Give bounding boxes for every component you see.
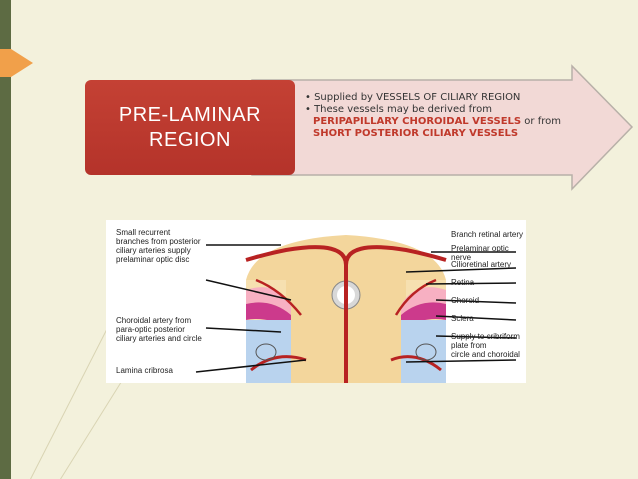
label-retina: Retina [451,278,475,287]
diagram-illustration [195,235,517,383]
label-choroidal-artery: Choroidal artery from para-optic posteri… [116,316,202,343]
label-cilioretinal-artery: Cilioretinal artery [451,260,512,269]
label-branch-retinal-artery: Branch retinal artery [451,230,524,239]
content-arrow [250,64,634,191]
corner-accent [0,49,11,77]
label-lamina-cribrosa: Lamina cribrosa [116,366,173,375]
bullet-1: • Supplied by VESSELS OF CILIARY REGION [305,92,521,103]
title-box: PRE-LAMINAR REGION [85,80,295,175]
peripapillary-term: PERIPAPILLARY CHOROIDAL VESSELS [313,116,522,127]
bullet-2-mid: or from [521,116,561,127]
label-small-recurrent: Small recurrent branches from posterior … [116,228,201,264]
decorative-line [30,318,113,479]
bullet-2-text: • These vessels may be derived from [305,104,492,115]
title-line-1: PRE-LAMINAR [118,103,262,126]
title-line-2: REGION [149,128,231,151]
bullet-2: • These vessels may be derived from PERI… [305,104,605,140]
label-prelaminar-optic-nerve: Prelaminar optic nerve [451,244,509,262]
label-cribriform-supply: Supply to cribriform plate from circle a… [451,332,520,359]
label-sclera: Sclera [451,314,474,323]
short-ciliary-term: SHORT POSTERIOR CILIARY VESSELS [313,128,519,139]
bullet-list: • Supplied by VESSELS OF CILIARY REGION … [305,92,605,140]
corner-arrow [11,49,33,77]
label-choroid: Choroid [451,296,480,305]
left-stripe [0,0,11,479]
optic-nerve-diagram: Small recurrent branches from posterior … [106,220,526,383]
